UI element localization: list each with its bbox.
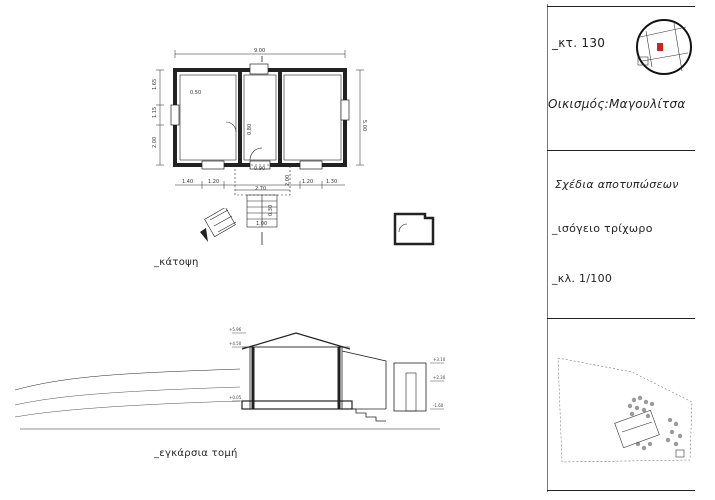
dim-bottom-4: 1.30 — [326, 179, 337, 185]
dim-stair-depth: 0.30 — [268, 205, 274, 216]
dim-corridor-width: 0.80 — [247, 124, 253, 135]
settlement-name: Οικισμός:Μαγουλίτσα — [548, 97, 686, 111]
dim-door: 0.90 — [254, 166, 265, 172]
floor-plan: 9.00 5.00 1.65 1.15 2.00 0.50 0.80 0.90 … — [152, 48, 367, 245]
separator — [547, 6, 695, 7]
separator — [547, 490, 695, 491]
section-building — [249, 346, 343, 410]
key-map-icon — [636, 19, 692, 75]
separator — [547, 150, 695, 151]
separator — [547, 318, 695, 319]
dim-bottom-3: 1.20 — [302, 179, 313, 185]
drawing-set-title: Σχέδια αποτυπώσεων — [555, 178, 679, 191]
dim-room-left-width: 0.50 — [190, 90, 201, 96]
floor-label: _ισόγειο τρίχωρο — [552, 222, 653, 235]
title-block-border — [547, 4, 548, 492]
outbuilding-plan — [393, 212, 435, 246]
level-mark: +2.30 — [433, 375, 446, 380]
north-arrow-icon — [200, 208, 237, 242]
section-outbuilding — [393, 362, 427, 412]
level-mark: +3.10 — [433, 357, 446, 362]
dim-bottom-2: 1.20 — [208, 179, 219, 185]
dim-left-bottom: 2.00 — [152, 137, 158, 148]
level-mark: +5.96 — [229, 327, 242, 332]
dim-left-mid: 1.15 — [152, 107, 158, 118]
scale-label: _κλ. 1/100 — [552, 272, 613, 285]
section-caption: _εγκάρσια τομή — [154, 448, 238, 459]
plan-outer-wall — [173, 68, 347, 167]
dim-left-top: 1.65 — [152, 79, 158, 90]
level-mark: -1.60 — [433, 403, 444, 408]
terrain-line — [14, 368, 241, 391]
level-mark: +4.50 — [229, 341, 242, 346]
dim-stair-width: 1.00 — [256, 221, 267, 227]
plan-stair — [246, 194, 278, 228]
site-plan — [557, 357, 693, 463]
dim-porch-depth: 2.00 — [285, 175, 291, 186]
plan-caption: _κάτοψη — [154, 257, 199, 268]
dim-bottom-1: 1.40 — [182, 179, 193, 185]
dim-porch-width: 2.70 — [255, 186, 266, 192]
dim-overall-width: 9.00 — [254, 48, 265, 54]
lot-number: _κτ. 130 — [552, 36, 606, 50]
section-roof — [241, 332, 351, 350]
dim-depth: 5.00 — [361, 120, 367, 131]
level-mark: +0.05 — [229, 395, 242, 400]
cross-section: +5.96 +4.50 +0.05 +3.10 +2.30 -1.60 — [14, 327, 446, 430]
